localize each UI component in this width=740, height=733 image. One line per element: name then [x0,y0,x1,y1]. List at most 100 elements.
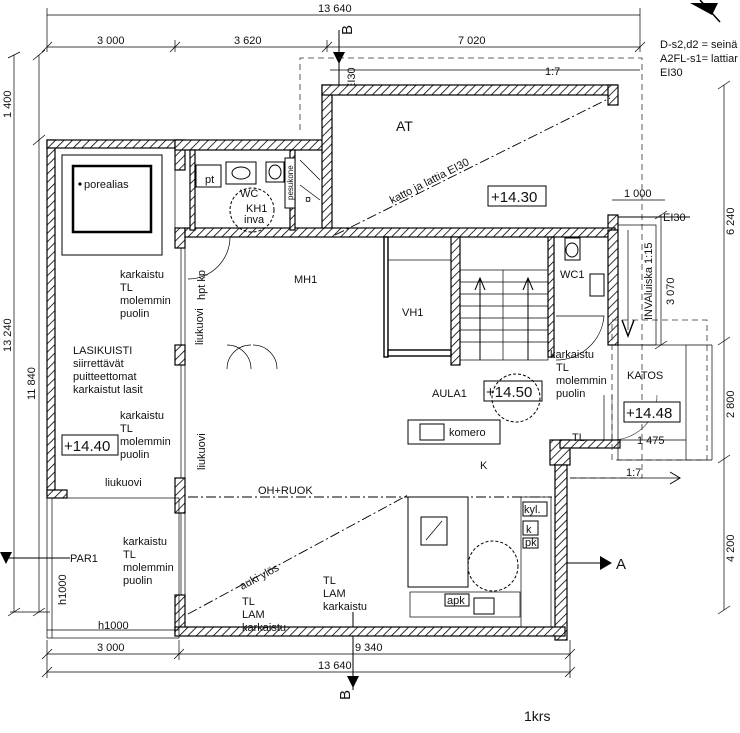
kk2-3: molemmin [120,436,171,448]
inva-label: inva [244,214,265,226]
vh1-label: VH1 [402,307,423,319]
mh1-label: MH1 [294,274,317,286]
kk2-2: TL [120,423,133,435]
kk2-4: puolin [120,449,149,461]
dim-bottom-total: 13 640 [318,660,352,672]
ei30-top: EI30 [346,67,358,90]
left-dimensions: 1 400 13 240 11 840 [2,49,50,617]
karkaistu-r2: TL [556,362,569,374]
kk3-2: TL [123,549,136,561]
kk1-4: puolin [120,308,149,320]
dim-right-6240: 6 240 [725,207,737,235]
drain-icon: ¤ [305,194,311,206]
katos [570,319,713,485]
slope-top: 1:7 [545,66,560,78]
pk-label: pk [525,537,537,549]
tl-lam1-3: karkaistu [242,622,286,634]
roof-outline [299,57,643,479]
dim-katos-1000: 1 000 [624,188,652,200]
pesukone-label: pesukone [286,165,295,200]
dim-right-3070: 3 070 [665,277,677,305]
section-a-label: A [616,556,626,573]
tl-right: TL [572,432,585,444]
wc1-label: WC1 [560,269,584,281]
invaluiska-label: INVAluiska 1:15 [643,243,655,320]
dim-right-4200: 4 200 [725,534,737,562]
ei30-right: EI30 [663,212,686,224]
kh1-label: KH1 [246,203,267,215]
katos-label: KATOS [627,370,663,382]
k-small-label: k [526,524,532,536]
at-label: AT [396,118,413,134]
karkaistu-r4: puolin [556,388,585,400]
k-label: K [480,460,488,472]
kk1-1: karkaistu [120,269,164,281]
karkaistu-r3: molemmin [556,375,607,387]
dim-katos-1475: 1 475 [637,435,665,447]
h1000-vertical: h1000 [57,574,69,605]
bathroom-fixtures [195,157,321,233]
ohruok-label: OH+RUOK [258,485,313,497]
pt-label: pt [205,174,214,186]
section-b-bottom: B [337,612,359,700]
kk1-3: molemmin [120,295,171,307]
dim-right-2800: 2 800 [725,390,737,418]
dim-left-13240: 13 240 [2,318,14,352]
level-at: +14.30 [491,189,537,206]
komero-label: komero [449,427,486,439]
par1-marker: PAR1 [0,552,98,565]
lasikuisti-3: puitteettomat [73,371,137,383]
par1-label: PAR1 [70,553,98,565]
h1000-horizontal: h1000 [98,620,129,632]
wc-label: WC [240,188,258,200]
note-line2: A2FL-s1= lattiar [660,53,738,65]
dim-top-seg2: 3 620 [234,35,262,47]
liukuovi-1: liukuovi [194,308,206,345]
note-line3: EI30 [660,67,683,79]
level-lasi: +14.40 [64,438,110,455]
kk1-2: TL [120,282,133,294]
kk2-1: karkaistu [120,410,164,422]
section-b-bottom-label: B [337,690,354,700]
right-dimensions: 6 240 2 800 4 200 3 070 1 000 [612,80,737,615]
staircase [459,269,549,361]
top-dimensions: 13 640 3 000 3 620 7 020 [41,3,646,53]
slope-katos: 1:7 [626,467,641,479]
dim-bottom-seg2: 9 340 [355,642,383,654]
porealias-label: porealias [84,179,129,191]
lasikuisti-1: LASIKUISTI [73,345,132,357]
walls [46,84,621,641]
liukuovi-2: liukuovi [196,433,208,470]
dim-top-seg1: 3 000 [97,35,125,47]
tl-lam2-2: LAM [323,588,346,600]
level-aula: +14.50 [486,384,532,401]
kk3-3: molemmin [123,562,174,574]
kyl-label: kyl. [524,504,541,516]
floor-label: 1krs [524,708,550,724]
dim-left-1400: 1 400 [2,90,14,118]
kitchen [407,496,552,628]
tl-lam2-3: karkaistu [323,601,367,613]
lasikuisti-2: siirrettävät [73,358,124,370]
tl-lam1-2: LAM [242,609,265,621]
level-katos: +14.48 [626,405,672,422]
tl-lam2-1: TL [323,575,336,587]
section-a-right: A [560,556,626,573]
aula1-label: AULA1 [432,388,467,400]
north-arrow-icon [690,0,721,23]
note-line1: D-s2,d2 = seinä [660,39,738,51]
tl-lam1-1: TL [242,596,255,608]
lasikuisti-4: karkaistut lasit [73,384,143,396]
bottom-dimensions: 3 000 9 340 13 640 [41,640,576,678]
doors [187,236,277,369]
dim-top-seg3: 7 020 [458,35,486,47]
dim-left-11840: 11 840 [26,367,38,400]
auki-label: auki ylös [238,562,282,593]
dim-bottom-seg1: 3 000 [97,642,125,654]
kk3-4: puolin [123,575,152,587]
karkaistu-r1: karkaistu [550,349,594,361]
section-b-top: B EI30 [333,25,358,90]
hpt-label: hpt kp [196,270,208,300]
katto-label: katto ja lattia EI30 [388,156,471,206]
